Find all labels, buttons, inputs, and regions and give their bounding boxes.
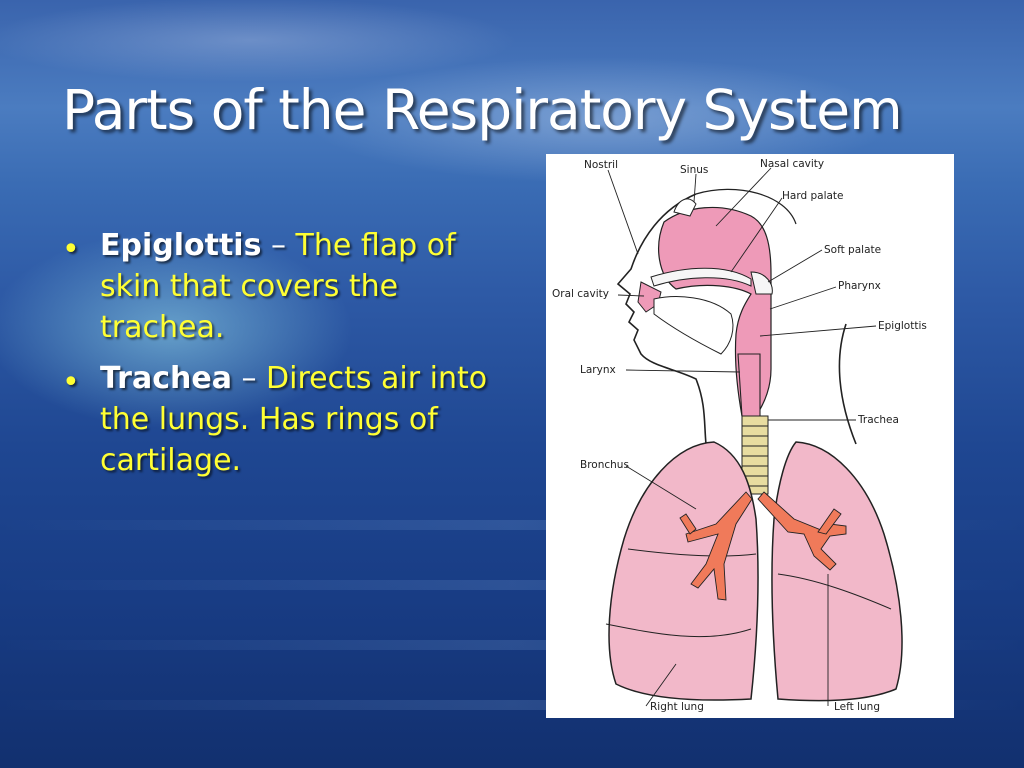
left-lung-fissure — [777, 573, 892, 610]
label-left-lung: Left lung — [834, 701, 880, 713]
label-epiglottis: Epiglottis — [878, 320, 927, 332]
tongue-shape — [653, 296, 734, 355]
label-leaders — [607, 167, 877, 707]
label-oral-cavity: Oral cavity — [552, 288, 609, 300]
water-ripple — [0, 700, 1024, 710]
label-right-lung: Right lung — [650, 701, 704, 713]
respiratory-diagram: Nostril Sinus Nasal cavity Hard palate S… — [546, 154, 954, 718]
label-nasal-cavity: Nasal cavity — [760, 158, 824, 170]
label-hard-palate: Hard palate — [782, 190, 844, 202]
right-lung-fissure — [627, 548, 757, 557]
bullet-dash: – — [261, 228, 296, 263]
right-lung-shape — [608, 441, 759, 701]
label-trachea: Trachea — [857, 414, 899, 426]
bullet-dot-icon: • — [62, 232, 80, 267]
neck-back-outline — [838, 323, 857, 445]
water-ripple — [0, 520, 1024, 530]
right-lung-fissure — [605, 623, 752, 638]
hard-palate-shape — [650, 267, 752, 287]
left-lung-shape — [771, 441, 903, 702]
bronchi-shape — [679, 491, 847, 601]
label-larynx: Larynx — [580, 364, 616, 376]
slide-title: Parts of the Respiratory System — [62, 78, 903, 142]
bullet-list: • Epiglottis – The flap of skin that cov… — [62, 225, 502, 491]
bullet-dash: – — [231, 361, 267, 396]
label-sinus: Sinus — [680, 164, 708, 176]
bullet-term: Trachea — [100, 361, 232, 396]
bullet-text: The flap of skin that covers the trachea… — [100, 228, 456, 345]
bullet-dot-icon: • — [62, 365, 80, 400]
water-ripple — [0, 580, 1024, 590]
bullet-item-trachea: • Trachea – Directs air into the lungs. … — [62, 358, 502, 481]
label-soft-palate: Soft palate — [824, 244, 881, 256]
sinus-shape — [673, 198, 697, 217]
bullet-term: Epiglottis — [100, 228, 262, 263]
head-outline — [616, 193, 707, 445]
water-ripple — [0, 640, 1024, 650]
soft-palate-shape — [750, 271, 773, 295]
larynx-shape — [737, 353, 761, 417]
label-bronchus: Bronchus — [580, 459, 629, 471]
bullet-item-epiglottis: • Epiglottis – The flap of skin that cov… — [62, 225, 502, 348]
skull-outline — [695, 188, 797, 225]
respiratory-diagram-svg: Nostril Sinus Nasal cavity Hard palate S… — [552, 158, 927, 713]
label-pharynx: Pharynx — [838, 280, 881, 292]
label-nostril: Nostril — [584, 159, 618, 171]
bullet-text: Directs air into the lungs. Has rings of… — [100, 361, 488, 478]
